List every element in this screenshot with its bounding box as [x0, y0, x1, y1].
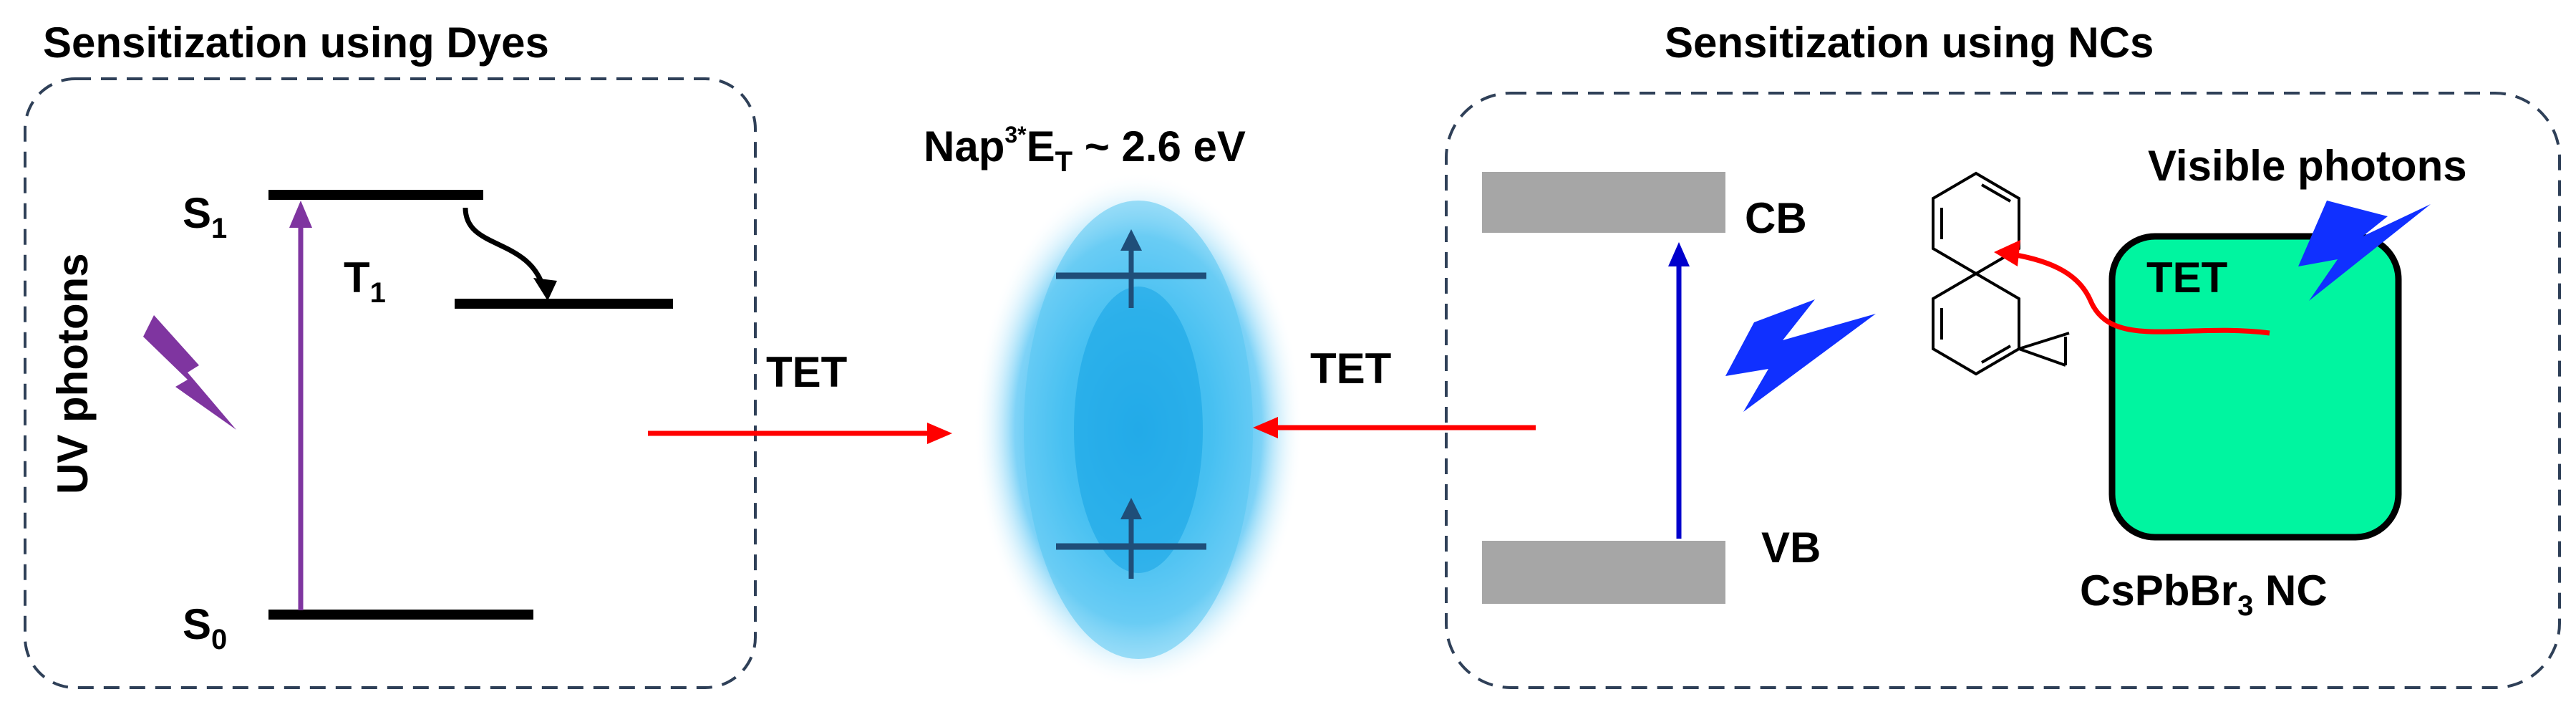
spin-arrowhead-lower	[1120, 498, 1142, 519]
uv-lightning-icon	[143, 315, 236, 430]
naphthalene-glow-core	[1074, 287, 1203, 573]
visible-lightning-icon-left	[1725, 299, 1876, 412]
visible-photons-label: Visible photons	[2148, 142, 2467, 190]
nc-square	[2108, 233, 2402, 541]
isc-arrow	[463, 207, 547, 291]
visible-lightning-icon-right	[2298, 201, 2431, 301]
nap-triplet-label: Nap3*ET ~ 2.6 eV	[924, 122, 1246, 178]
s1-label: S1	[183, 189, 227, 244]
cb-label: CB	[1745, 194, 1807, 242]
isc-arrowhead	[533, 278, 557, 301]
excitation-arrowhead	[289, 201, 312, 228]
title-ncs: Sensitization using NCs	[1665, 19, 2154, 67]
tet-label-right: TET	[1310, 345, 1391, 393]
nc-tet-arrow	[2011, 251, 2270, 336]
nc-excitation-arrowhead	[1668, 242, 1690, 266]
vb-band	[1482, 541, 1725, 604]
nc-name-label: CsPbBr3 NC	[2080, 567, 2328, 622]
nc-tet-label: TET	[2146, 254, 2227, 302]
uv-photons-label: UV photons	[49, 253, 97, 494]
s0-label: S0	[183, 600, 227, 655]
t1-label: T1	[344, 254, 386, 309]
spin-arrowhead-upper	[1120, 229, 1142, 251]
title-dyes: Sensitization using Dyes	[43, 19, 549, 67]
tet-arrowhead-left	[927, 423, 952, 444]
dyes-panel	[24, 77, 757, 689]
tet-label-left: TET	[766, 348, 847, 396]
vb-label: VB	[1761, 524, 1821, 572]
cb-band	[1482, 172, 1725, 233]
ncs-panel	[1445, 92, 2561, 689]
nc-tet-arrowhead	[1994, 240, 2020, 266]
tet-arrowhead-right	[1253, 417, 1278, 438]
naphthalene-molecule-icon	[1932, 171, 2070, 376]
